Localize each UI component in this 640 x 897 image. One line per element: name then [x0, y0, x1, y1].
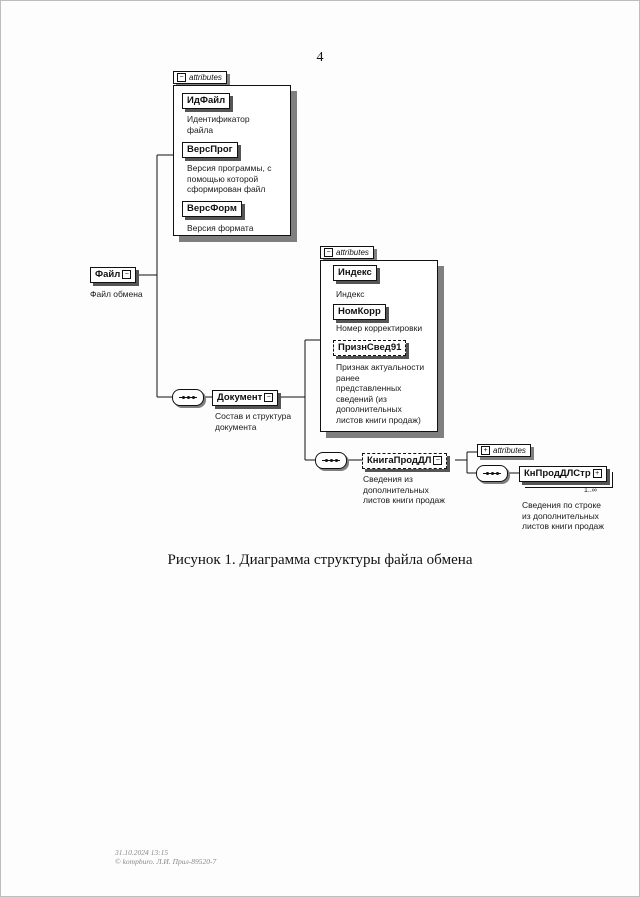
- attribute-indeks-desc: Индекс: [336, 289, 365, 299]
- attribute-priznsved91: ПризнСвед91: [333, 340, 407, 356]
- book-attributes-tab[interactable]: +attributes: [477, 444, 531, 457]
- collapse-icon[interactable]: −: [177, 73, 186, 82]
- attribute-nomkorr: НомКорр: [333, 304, 386, 320]
- root-attributes-tab[interactable]: −attributes: [173, 71, 227, 84]
- root-element-label: Файл: [95, 269, 121, 280]
- cardinality-label: 1..∞: [584, 487, 597, 494]
- element-knproddlstr: КнПродДЛСтр+: [519, 466, 607, 482]
- expand-icon[interactable]: +: [592, 468, 602, 478]
- sequence-compositor: [476, 465, 508, 482]
- document-attributes-tab[interactable]: −attributes: [320, 246, 374, 259]
- attribute-idfail: ИдФайл: [182, 93, 231, 109]
- attribute-versform: ВерсФорм: [182, 201, 242, 217]
- element-knigaproddl-desc: Сведения из дополнительных листов книги …: [363, 474, 445, 505]
- footer-stamp: 31.10.2024 13:15 © kompburo. Л.И. Прил-8…: [115, 848, 217, 866]
- sequence-compositor: [172, 389, 204, 406]
- sequence-compositor: [315, 452, 347, 469]
- attribute-versprog-desc: Версия программы, с помощью которой сфор…: [187, 163, 272, 194]
- attribute-nomkorr-desc: Номер корректировки: [336, 323, 423, 333]
- attribute-indeks: Индекс: [333, 265, 377, 281]
- element-knproddlstr-desc: Сведения по строке из дополнительных лис…: [522, 500, 604, 531]
- attribute-versprog: ВерсПрог: [182, 142, 238, 158]
- element-knigaproddl: КнигаПродДЛ−: [362, 453, 448, 469]
- root-attributes-box: ИдФайл Идентификатор файла ВерсПрог Верс…: [173, 85, 291, 236]
- element-dokument-desc: Состав и структура документа: [215, 411, 292, 432]
- attribute-priznsved91-desc: Признак актуальности ранее представленны…: [336, 362, 425, 425]
- attribute-versform-desc: Версия формата: [187, 223, 254, 233]
- collapse-icon[interactable]: −: [324, 248, 333, 257]
- figure-caption: Рисунок 1. Диаграмма структуры файла обм…: [167, 552, 473, 568]
- collapse-icon[interactable]: −: [264, 392, 274, 402]
- page-number: 4: [316, 50, 324, 65]
- document-attributes-box: Индекс Индекс НомКорр Номер корректировк…: [320, 260, 438, 432]
- collapse-icon[interactable]: −: [122, 269, 132, 279]
- element-dokument: Документ−: [212, 390, 279, 406]
- attribute-idfail-desc: Идентификатор файла: [187, 114, 250, 135]
- root-element-desc: Файл обмена: [90, 289, 143, 299]
- expand-icon[interactable]: +: [481, 446, 490, 455]
- root-element-fail: Файл−: [90, 267, 137, 283]
- collapse-icon[interactable]: −: [433, 455, 443, 465]
